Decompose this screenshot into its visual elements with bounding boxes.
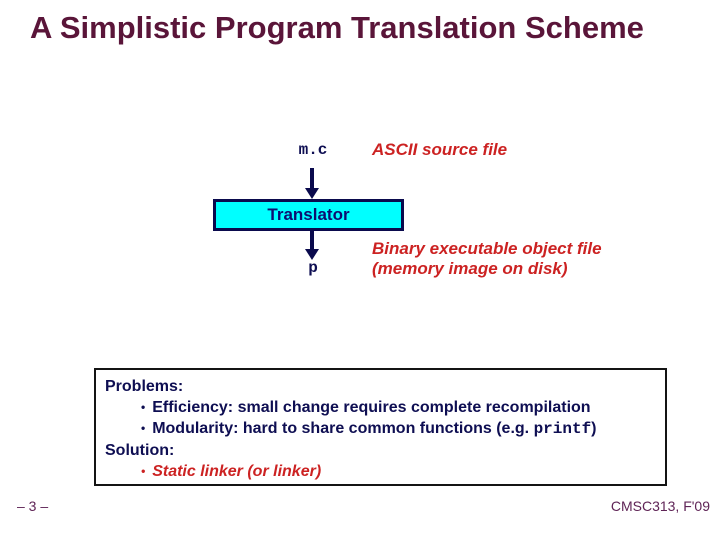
bullet-icon: • <box>141 464 146 478</box>
bullet-icon: • <box>141 421 146 435</box>
translator-box: Translator <box>213 199 404 231</box>
course-label: CMSC313, F'09 <box>610 498 710 514</box>
problems-solution-box: Problems: • Efficiency: small change requ… <box>94 368 667 486</box>
source-file-caption: ASCII source file <box>372 140 508 159</box>
page-title: A Simplistic Program Translation Scheme <box>30 10 644 45</box>
down-arrow-icon <box>305 188 319 199</box>
source-file-label: m.c <box>298 141 328 159</box>
down-arrow-icon <box>305 249 319 260</box>
bullet-modularity-text: Modularity: hard to share common functio… <box>152 420 534 437</box>
bullet-solution-text: Static linker (or linker) <box>152 463 322 480</box>
solution-heading: Solution: <box>105 442 175 459</box>
output-caption-line2: (memory image on disk) <box>372 259 568 278</box>
output-caption-line1: Binary executable object file <box>372 239 602 258</box>
bullet-modularity-close: ) <box>591 420 597 437</box>
page-number: – 3 – <box>17 498 49 514</box>
down-arrow-icon <box>310 168 314 189</box>
bullet-efficiency-text: Efficiency: small change requires comple… <box>152 399 591 416</box>
output-program-label: p <box>308 259 318 277</box>
list-item: • Efficiency: small change requires compl… <box>105 397 656 418</box>
down-arrow-icon <box>310 231 314 250</box>
list-item: • Modularity: hard to share common functi… <box>105 418 656 440</box>
list-item: • Static linker (or linker) <box>105 461 656 482</box>
translator-label: Translator <box>267 205 350 224</box>
problems-heading: Problems: <box>105 378 184 395</box>
printf-code-text: printf <box>533 420 592 438</box>
output-file-caption: Binary executable object file (memory im… <box>372 239 602 279</box>
bullet-icon: • <box>141 400 146 414</box>
